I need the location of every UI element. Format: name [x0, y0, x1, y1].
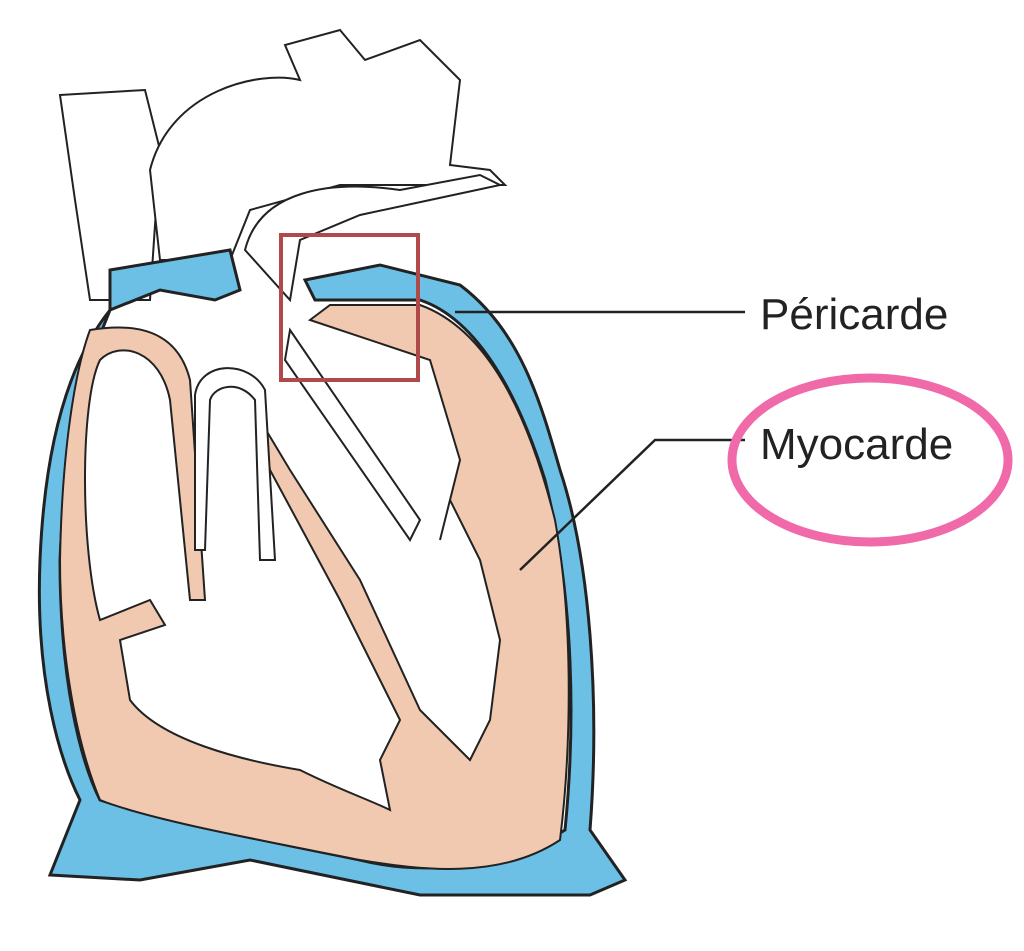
highlight-ellipse	[727, 373, 1013, 547]
superior-vena-cava	[58, 88, 162, 301]
myocardium-label: Myocarde	[760, 420, 954, 469]
highlight-box	[279, 233, 420, 382]
aorta-arch	[148, 28, 508, 261]
pericardium-label: Péricarde	[760, 290, 949, 339]
valves	[194, 327, 422, 561]
great-vessels	[58, 28, 508, 303]
mitral-valve	[283, 327, 422, 542]
myocardium-layer	[58, 304, 570, 870]
pulmonary-trunk	[243, 173, 503, 303]
pericardium-layer	[37, 248, 628, 897]
myocardium-leader-line	[519, 438, 745, 571]
tricuspid-valve	[194, 367, 277, 561]
